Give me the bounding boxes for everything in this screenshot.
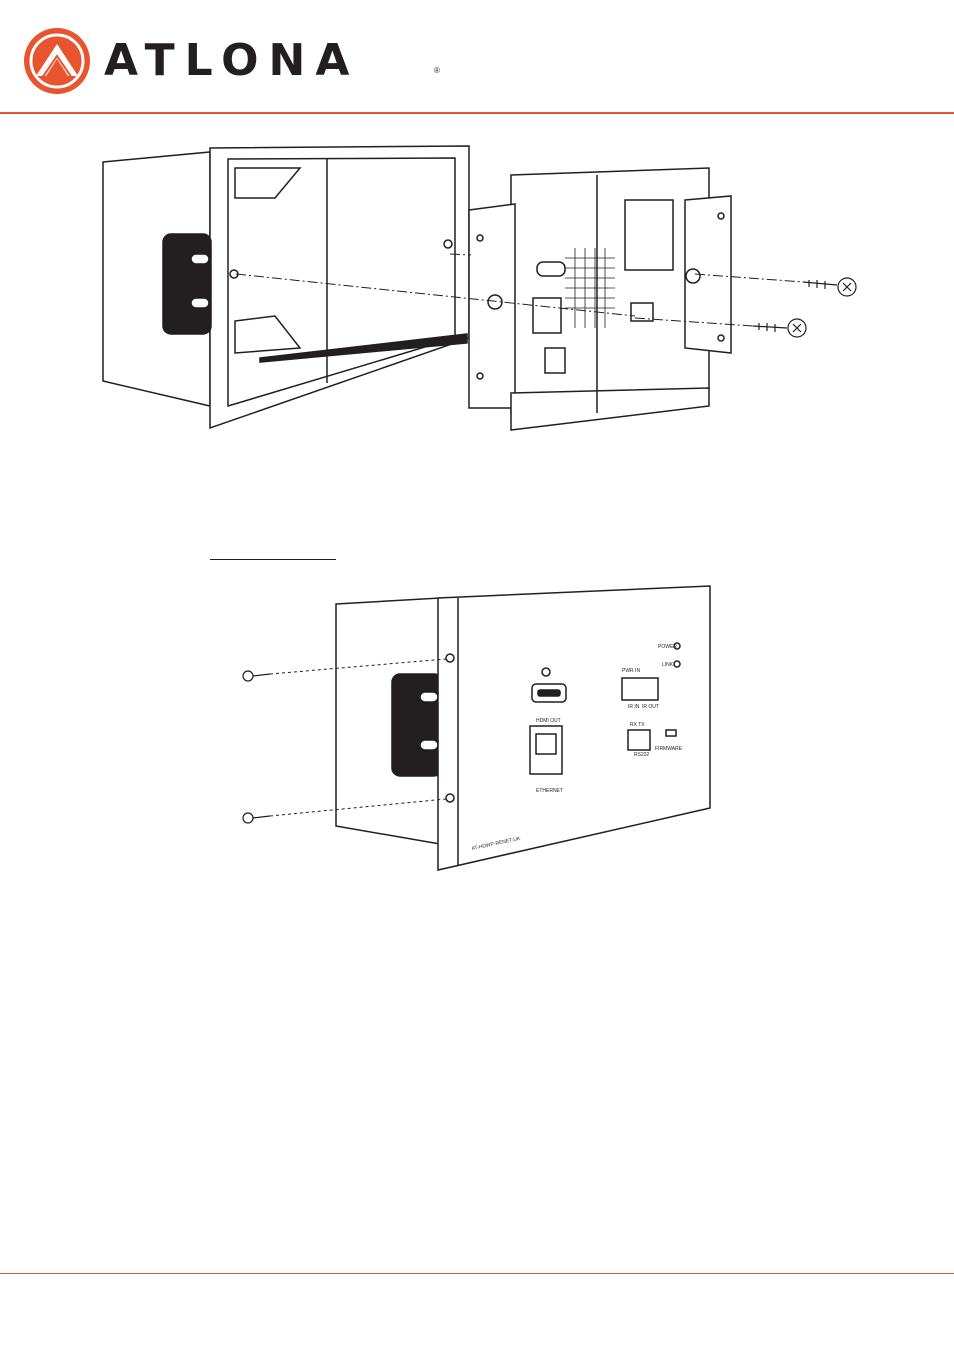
header-rule <box>0 112 954 114</box>
label-ethernet: ETHERNET <box>536 788 563 794</box>
label-link: LINK <box>662 662 674 668</box>
screw-icon <box>242 670 271 824</box>
circuit-board <box>468 167 732 431</box>
wall-plate-front <box>437 585 711 871</box>
label-rs232: RS232 <box>634 752 650 758</box>
label-firmware: FIRMWARE <box>655 746 683 752</box>
label-rxtx: RX TX <box>630 722 645 728</box>
screw-icon <box>802 277 857 297</box>
label-ir-in: IR IN <box>628 704 640 710</box>
svg-text:ATLONA: ATLONA <box>104 40 359 80</box>
screw-icon <box>752 318 807 338</box>
registered-mark: ® <box>434 66 440 75</box>
footer-rule <box>0 1273 954 1274</box>
label-hdmi-out: HDMI OUT <box>536 718 561 724</box>
atlona-logo-icon <box>24 28 90 94</box>
junction-box <box>335 597 443 845</box>
label-ir-out: IR OUT <box>642 704 659 710</box>
label-pwr-in: PWR IN <box>622 668 640 674</box>
atlona-wordmark: ATLONA <box>104 40 359 80</box>
section-underline <box>210 543 336 560</box>
junction-box <box>102 145 470 430</box>
page-header: ATLONA ® <box>0 0 954 115</box>
assembled-wall-plate-diagram: POWER LINK PWR IN IR IN IR OUT HDMI OUT … <box>242 585 711 871</box>
exploded-installation-diagram <box>102 145 857 431</box>
label-power: POWER <box>658 644 677 650</box>
